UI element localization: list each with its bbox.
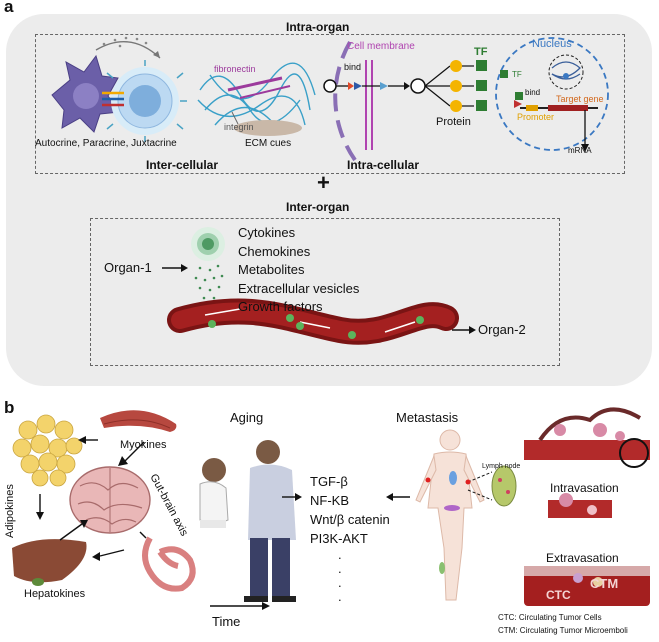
- lymph-node-icon: [491, 465, 517, 507]
- inter-organ-title: Inter-organ: [286, 200, 350, 214]
- pathway-list: TGF-β NF-KB Wnt/β catenin PI3K-AKT . . .…: [310, 472, 390, 604]
- brain-icon: [69, 466, 151, 534]
- panel-b-letter: b: [4, 398, 15, 417]
- intestine-icon: [142, 536, 196, 592]
- ctm-label: CTM: [590, 576, 619, 591]
- inter-organ-box: [90, 218, 560, 366]
- secreted-factors-list: Cytokines Chemokines Metabolites Extrace…: [238, 224, 359, 317]
- tf-small-label: TF: [512, 70, 522, 79]
- organ2-label: Organ-2: [478, 322, 526, 337]
- integrin-label: integrin: [224, 122, 254, 132]
- intra-organ-box: [35, 34, 625, 174]
- fibronectin-label: fibronectin: [214, 64, 256, 74]
- pathway-item: NF-KB: [310, 493, 349, 508]
- metastasis-label: Metastasis: [396, 410, 459, 425]
- legend-ctc: CTC: Circulating Tumor Cells: [498, 613, 602, 622]
- secreted-factor-item: Cytokines: [238, 225, 296, 240]
- extravasation-scene-icon: [524, 566, 650, 606]
- adipokines-label: Adipokines: [4, 484, 16, 538]
- human-body-icon: [415, 429, 485, 601]
- pathway-item: PI3K-AKT: [310, 531, 368, 546]
- intra-organ-title: Intra-organ: [286, 20, 350, 34]
- tf-label: TF: [474, 46, 488, 58]
- aging-label: Aging: [230, 410, 264, 425]
- ctc-label: CTC: [546, 588, 571, 602]
- secreted-factor-item: Growth factors: [238, 299, 323, 314]
- bind-small-label: bind: [525, 88, 541, 97]
- intravasation-scene-icon: [524, 407, 650, 518]
- secreted-factor-item: Chemokines: [238, 243, 311, 259]
- intravasation-label: Intravasation: [550, 481, 619, 495]
- organ1-label: Organ-1: [104, 260, 152, 275]
- legend-ctm: CTM: Circulating Tumor Microemboli: [498, 626, 628, 635]
- elderly-person-icon: [244, 440, 296, 602]
- mrna-label: mRNA: [568, 146, 592, 155]
- nucleus-label: Nucleus: [532, 38, 572, 50]
- plus-sign: +: [317, 170, 330, 195]
- pathway-item: TGF-β: [310, 474, 348, 489]
- myokines-label: Myokines: [120, 439, 167, 451]
- protein-label: Protein: [436, 116, 471, 128]
- adipose-tissue-icon: [12, 414, 83, 487]
- cell-membrane-label: Cell membrane: [347, 41, 415, 52]
- liver-icon: [12, 539, 87, 586]
- promoter-label: Promoter: [517, 112, 555, 122]
- time-label: Time: [212, 614, 241, 629]
- dendritic-cell-icon: [51, 54, 121, 133]
- pathway-item: Wnt/β catenin: [310, 512, 390, 527]
- baby-icon: [199, 458, 229, 528]
- hepatokines-label: Hepatokines: [24, 588, 86, 600]
- lymph-node-label: Lymph node: [482, 463, 521, 470]
- bind-label: bind: [344, 62, 362, 72]
- muscle-icon: [100, 410, 177, 432]
- inter-cellular-label: Inter-cellular: [146, 158, 219, 172]
- secreted-factor-item: Extracellular vesicles: [238, 280, 360, 296]
- autocrine-caption: Autocrine, Paracrine, Juxtacrine: [35, 138, 177, 149]
- receiving-cell-icon: [106, 60, 187, 142]
- pathway-ellipsis: . . . .: [338, 547, 342, 604]
- panel-a-letter: a: [4, 0, 14, 16]
- intra-cellular-label: Intra-cellular: [347, 158, 420, 172]
- target-gene-label: Target gene: [556, 94, 604, 104]
- extravasation-label: Extravasation: [546, 551, 619, 565]
- secreted-factor-item: Metabolites: [238, 262, 305, 277]
- ecm-caption: ECM cues: [245, 138, 292, 149]
